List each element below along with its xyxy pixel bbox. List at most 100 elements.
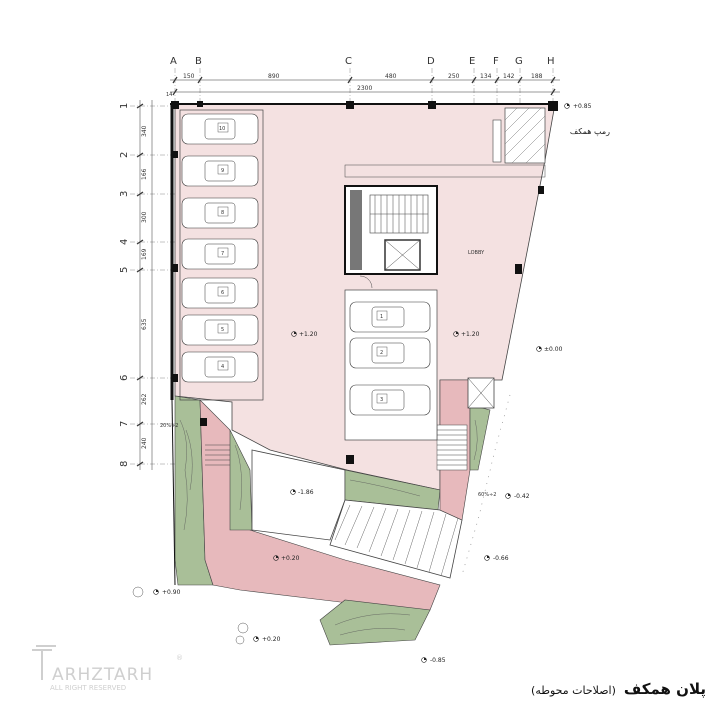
grid-col-h: H: [547, 56, 555, 67]
level-parking-right: +1.20: [461, 331, 480, 338]
row-grid-lines: [130, 105, 175, 465]
central-landscape-bed: [229, 429, 253, 531]
parking-number-2: 2: [380, 350, 383, 356]
west-entry-stair: [205, 444, 230, 466]
parking-number-5: 5: [221, 327, 224, 333]
level-east-low: -0.66: [493, 555, 509, 562]
level-parking-left: +1.20: [299, 331, 318, 338]
lobby-label: LOBBY: [468, 250, 485, 256]
parking-space-8: 8: [181, 197, 259, 229]
grid-row-2: 2: [119, 152, 130, 158]
dim-offset: 14: [166, 92, 172, 98]
level-yard: +0.20: [281, 555, 300, 562]
level-marker-east-low: -0.66: [484, 555, 509, 562]
dim-78: 240: [141, 437, 148, 449]
east-landscape-bed: [469, 404, 491, 471]
dim-12: 340: [141, 125, 148, 137]
grid-col-e: E: [469, 56, 475, 67]
watermark-mark: ®: [176, 654, 183, 662]
grid-row-3: 3: [119, 191, 130, 197]
ramp-grade-east: 60%÷2: [478, 492, 496, 498]
level-west-corner: +0.90: [162, 589, 181, 596]
dim-gh: 188: [531, 73, 543, 80]
ramp-note: رمپ همکف: [570, 127, 610, 136]
parking-number-10: 10: [219, 126, 225, 132]
level-sunken-court: -1.86: [298, 489, 314, 496]
level-marker-bottom-center: -0.85: [421, 657, 446, 664]
level-bottom-center: -0.85: [430, 657, 446, 664]
top-ramp: [492, 107, 546, 164]
parking-number-8: 8: [221, 210, 224, 216]
parking-space-2: 2: [349, 337, 431, 369]
parking-number-3: 3: [380, 397, 383, 403]
grid-row-5: 5: [119, 267, 130, 273]
grid-row-1: 1: [119, 103, 130, 109]
dim-67: 262: [141, 393, 148, 405]
level-marker-yard: +0.20: [273, 555, 300, 562]
ramp-hatch: [334, 504, 459, 577]
site-trees: [132, 586, 249, 645]
grid-col-b: B: [195, 56, 202, 67]
level-east-stair: -0.42: [514, 493, 530, 500]
level-marker-west-corner: +0.90: [153, 589, 181, 596]
level-marker-parking-right: +1.20: [453, 331, 480, 338]
dim-23: 166: [141, 168, 148, 180]
grid-row-6: 6: [119, 375, 130, 381]
east-shaft-box: [467, 377, 495, 409]
dim-fg: 142: [503, 73, 515, 80]
grid-col-f: F: [493, 56, 499, 67]
level-marker-bottom-left: +0.20: [253, 636, 281, 643]
level-markers: +0.85 +1.20 +1.20 ±0.00 -1.86 -0.42: [153, 103, 592, 664]
parking-space-6: 6: [181, 277, 259, 309]
parking-number-9: 9: [221, 168, 224, 174]
dim-de: 250: [448, 73, 460, 80]
west-parking-bay: [179, 109, 264, 401]
grid-row-7: 7: [119, 421, 130, 427]
parking-space-3: 3: [349, 384, 431, 416]
central-core-wall: [344, 164, 546, 178]
dim-ab: 150: [183, 73, 195, 80]
parking-space-9: 9: [181, 155, 259, 187]
grid-col-a: A: [170, 56, 177, 67]
parking-number-6: 6: [221, 290, 224, 296]
grid-col-d: D: [427, 56, 435, 67]
ramp-grade-west: 20%÷2: [160, 423, 178, 429]
parking-space-5: 5: [181, 314, 259, 346]
level-bottom-left: +0.20: [262, 636, 281, 643]
parking-space-10: 10: [181, 113, 259, 145]
drawing-title: پلان همکف (اصلاحات محوطه): [531, 680, 706, 698]
column-labels: A B C D E F G H: [170, 56, 555, 67]
parking-number-7: 7: [221, 251, 224, 257]
sunken-court: [251, 449, 346, 541]
dim-overall: 2300: [357, 85, 372, 92]
level-right-side: ±0.00: [544, 346, 563, 353]
top-dimension-values: 150 890 480 250 134 142 188 2300 14: [166, 73, 543, 98]
parking-number-1: 1: [380, 314, 383, 320]
dim-bc: 890: [268, 73, 280, 80]
column-grid-lines: [174, 68, 554, 110]
level-marker-east-stair: -0.42: [505, 493, 530, 500]
drawing-title-main: پلان همکف: [623, 680, 706, 698]
watermark-brand: ARHZTARH: [52, 665, 153, 685]
grid-row-4: 4: [119, 239, 130, 245]
watermark-logo: ARHZTARH ALL RIGHT RESERVED ®: [32, 645, 183, 692]
dim-45: 169: [141, 248, 148, 260]
left-dimension-values: 340 166 300 169 635 262 240: [141, 125, 148, 449]
stair-core: [344, 185, 438, 289]
level-top-right: +0.85: [573, 103, 592, 110]
grid-row-8: 8: [119, 461, 130, 467]
left-dimension-chain: [136, 100, 153, 470]
top-dimension-chain: [170, 76, 560, 96]
vehicle-ramp: [329, 499, 463, 579]
south-landscape-bed: [319, 599, 431, 646]
level-marker-top-right: +0.85: [564, 103, 592, 110]
parking-space-4: 4: [181, 351, 259, 383]
site-boundary: [461, 394, 511, 576]
grid-col-g: G: [515, 56, 523, 67]
dim-cd: 480: [385, 73, 397, 80]
dim-ef: 134: [480, 73, 492, 80]
row-labels: 1 2 3 4 5 6 7 8: [119, 103, 130, 467]
landscape-contours: [179, 419, 478, 636]
drawing-title-sub: (اصلاحات محوطه): [531, 684, 616, 697]
parking-space-7: 7: [181, 238, 259, 270]
